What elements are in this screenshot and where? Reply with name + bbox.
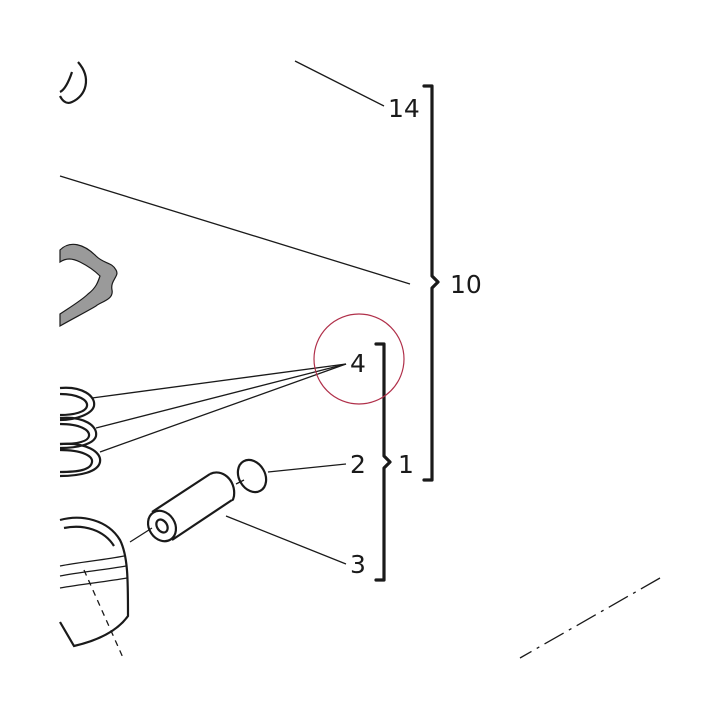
callout-14: 14 bbox=[388, 94, 420, 123]
highlight-circle bbox=[313, 313, 405, 405]
bracket-1 bbox=[374, 342, 392, 582]
callout-10: 10 bbox=[450, 270, 482, 299]
piston-body bbox=[59, 516, 130, 661]
partial-part-top-left bbox=[59, 61, 88, 104]
callout-4: 4 bbox=[350, 349, 366, 378]
leader-lines bbox=[59, 60, 411, 565]
piston-rings bbox=[59, 386, 102, 478]
callout-2: 2 bbox=[350, 450, 366, 479]
callout-1: 1 bbox=[398, 450, 414, 479]
piston-pin bbox=[129, 471, 236, 543]
bracket-10 bbox=[422, 84, 440, 482]
circlip bbox=[235, 458, 268, 494]
callout-3: 3 bbox=[350, 550, 366, 579]
gasket-part bbox=[59, 243, 118, 328]
center-line bbox=[519, 577, 661, 659]
